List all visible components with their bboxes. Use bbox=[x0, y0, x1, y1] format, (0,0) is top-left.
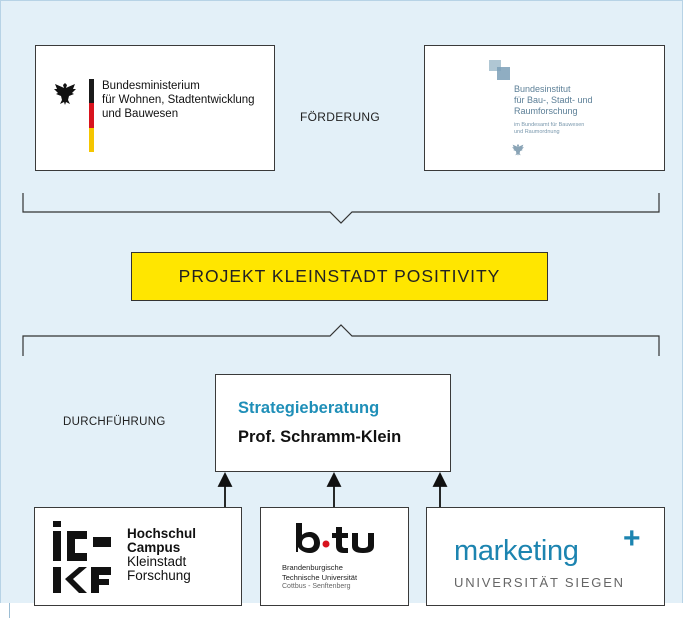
bbsr-logo-square bbox=[489, 60, 501, 71]
ministry-name-line2: für Wohnen, Stadtentwicklung bbox=[102, 94, 255, 106]
marketing-university: UNIVERSITÄT SIEGEN bbox=[454, 575, 625, 590]
ministry-logo-box: Bundesministerium für Wohnen, Stadtentwi… bbox=[35, 45, 275, 171]
marketing-logo-box: marketing + UNIVERSITÄT SIEGEN bbox=[426, 507, 665, 606]
btu-line1: Brandenburgische bbox=[282, 563, 343, 572]
german-flag-bar bbox=[89, 79, 94, 152]
project-title-box: PROJEKT KLEINSTADT POSITIVITY bbox=[131, 252, 548, 301]
strategy-title: Strategieberatung bbox=[238, 399, 380, 417]
btu-logo-icon bbox=[296, 523, 374, 553]
bbsr-name-line2: für Bau-, Stadt- und bbox=[514, 95, 593, 105]
strategy-box: Strategieberatung Prof. Schramm-Klein bbox=[215, 374, 451, 472]
federal-eagle-icon bbox=[512, 144, 524, 156]
bbsr-sub-line2: und Raumordnung bbox=[514, 129, 560, 135]
project-title: PROJEKT KLEINSTADT POSITIVITY bbox=[178, 266, 501, 286]
strategy-person: Prof. Schramm-Klein bbox=[238, 428, 402, 446]
marketing-wordmark: marketing bbox=[454, 535, 579, 567]
frame-edge bbox=[9, 603, 10, 618]
hkf-line4: Forschung bbox=[127, 568, 191, 583]
hkf-line1: Hochschul bbox=[127, 526, 197, 541]
bbsr-logo-box: Bundesinstitut für Bau-, Stadt- und Raum… bbox=[424, 45, 665, 171]
bottom-margin bbox=[0, 603, 683, 618]
btu-logo-box: Brandenburgische Technische Universität … bbox=[260, 507, 409, 606]
hkf-line3: Kleinstadt bbox=[127, 554, 187, 569]
bbsr-sub-line1: im Bundesamt für Bauwesen bbox=[514, 122, 585, 128]
btu-line3: Cottbus - Senftenberg bbox=[282, 583, 351, 590]
btu-line2: Technische Universität bbox=[282, 573, 358, 582]
ministry-name-line1: Bundesministerium bbox=[102, 80, 200, 92]
federal-eagle-icon bbox=[54, 83, 76, 105]
durchfuehrung-label: DURCHFÜHRUNG bbox=[63, 416, 166, 428]
foerderung-label: FÖRDERUNG bbox=[300, 110, 381, 124]
hkf-logo-box: Hochschul Campus Kleinstadt Forschung bbox=[34, 507, 242, 606]
bbsr-name-line1: Bundesinstitut bbox=[514, 84, 571, 94]
bbsr-name-line3: Raumforschung bbox=[514, 106, 578, 116]
hkf-line2: Campus bbox=[127, 540, 181, 555]
marketing-plus-icon: + bbox=[623, 522, 641, 555]
ministry-name-line3: und Bauwesen bbox=[102, 108, 179, 120]
bbsr-logo-square bbox=[497, 67, 510, 80]
hkf-logo-icon bbox=[53, 521, 111, 593]
